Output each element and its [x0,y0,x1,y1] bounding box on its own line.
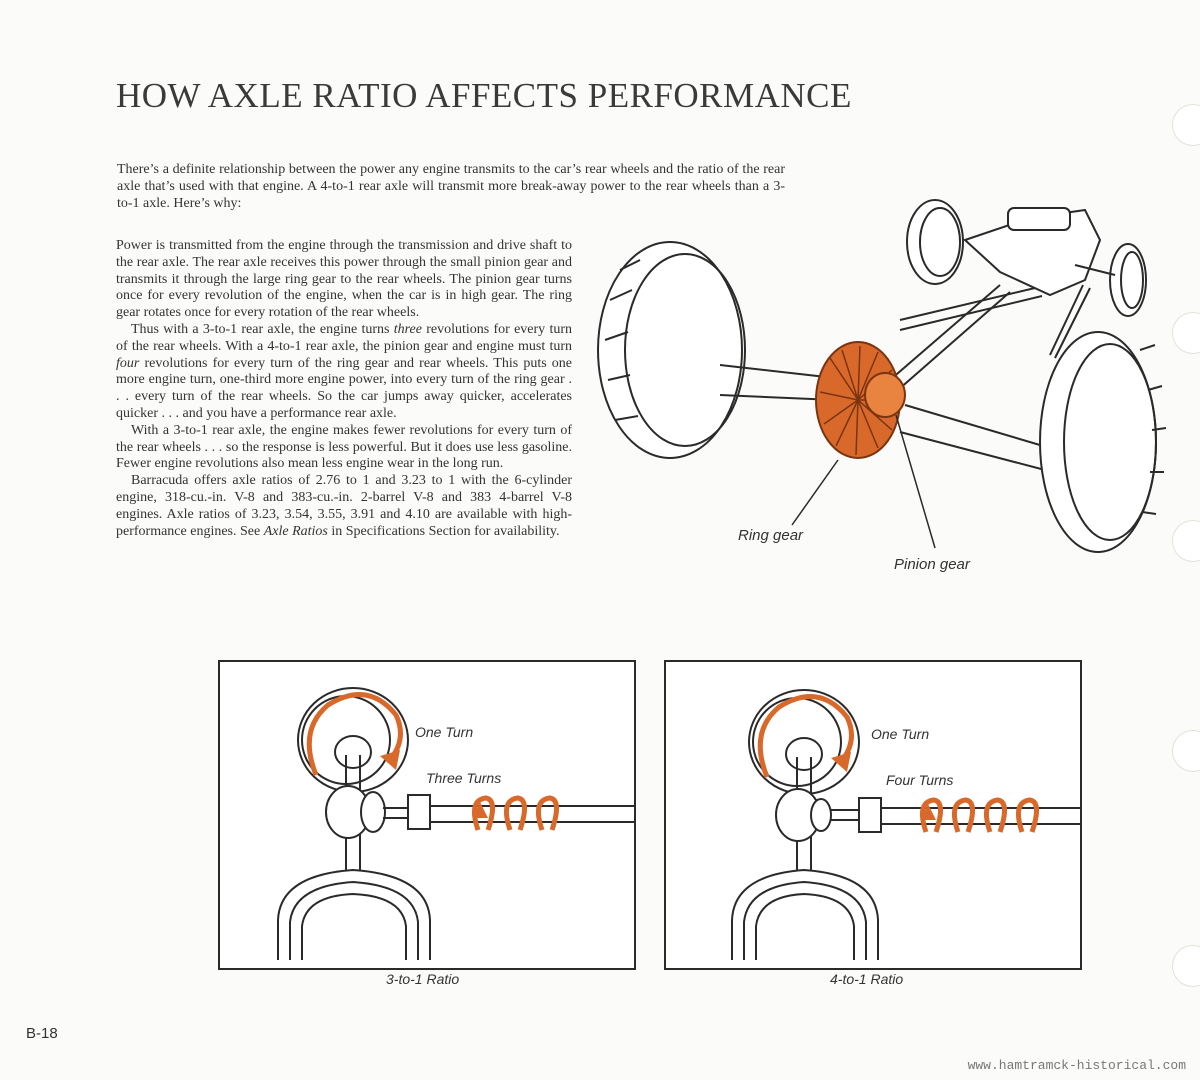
body-paragraph: Thus with a 3-to-1 rear axle, the engine… [116,321,572,421]
ring-gear-shape [815,341,906,459]
binder-hole [1172,104,1200,146]
emphasis: four [116,355,140,371]
binder-hole [1172,520,1200,562]
footer-watermark: www.hamtramck-historical.com [967,1058,1186,1073]
page-title: HOW AXLE RATIO AFFECTS PERFORMANCE [116,76,852,115]
ratio-diagram-4-to-1 [664,660,1082,970]
intro-paragraph: There’s a definite relationship between … [117,162,785,211]
ring-gear-label: Ring gear [738,527,804,544]
right-one-turn-label: One Turn [871,726,930,742]
body-paragraph: Barracuda offers axle ratios of 2.76 to … [116,473,572,539]
left-one-turn-label: One Turn [415,724,474,740]
emphasis: three [393,321,422,337]
body-paragraph: With a 3-to-1 rear axle, the engine make… [116,422,572,472]
binder-hole [1172,730,1200,772]
emphasis: Axle Ratios [263,523,328,539]
rear-axle-illustration [597,199,1167,553]
pinion-gear-label: Pinion gear [894,556,970,573]
body-text: Power is transmitted from the engine thr… [116,238,572,540]
binder-hole [1172,312,1200,354]
binder-hole [1172,945,1200,987]
body-paragraph: Power is transmitted from the engine thr… [116,238,572,321]
ratio-diagram-3-to-1 [218,660,636,970]
right-four-turns-label: Four Turns [886,772,954,788]
left-ratio-caption: 3-to-1 Ratio [386,971,460,987]
right-ratio-caption: 4-to-1 Ratio [830,971,904,987]
page-number: B-18 [26,1025,58,1042]
left-three-turns-label: Three Turns [426,770,502,786]
